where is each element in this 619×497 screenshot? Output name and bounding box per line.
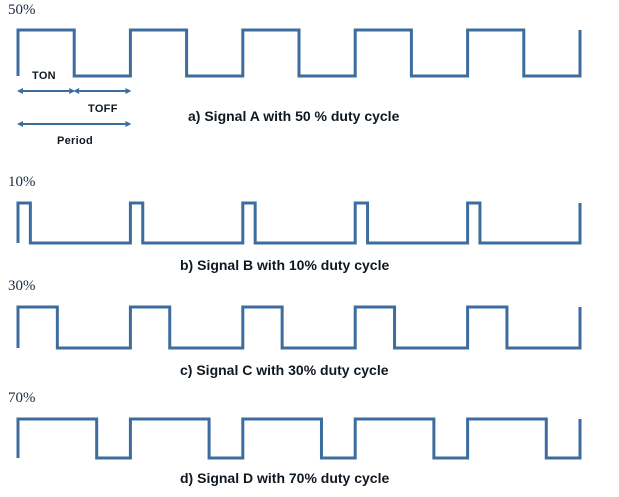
caption-signal-b: b) Signal B with 10% duty cycle — [180, 257, 390, 273]
duty-label-signal-d: 70% — [8, 390, 36, 406]
duty-label-signal-b: 10% — [8, 174, 36, 190]
caption-signal-c: c) Signal C with 30% duty cycle — [180, 362, 389, 378]
waveform-signal-c — [16, 305, 582, 350]
period-label: Period — [57, 135, 94, 147]
waveform-signal-d — [16, 417, 582, 460]
waveform-signal-b — [16, 201, 582, 245]
toff-label: TOFF — [88, 103, 118, 115]
duty-label-signal-c: 30% — [8, 278, 36, 294]
dimension-arrows-group — [17, 87, 132, 127]
waveform-signal-a — [16, 28, 582, 78]
ton-label: TON — [32, 70, 56, 82]
waveform-group — [16, 28, 582, 460]
duty-label-signal-a: 50% — [8, 2, 36, 18]
caption-signal-d: d) Signal D with 70% duty cycle — [180, 470, 390, 486]
caption-signal-a: a) Signal A with 50 % duty cycle — [188, 108, 400, 124]
